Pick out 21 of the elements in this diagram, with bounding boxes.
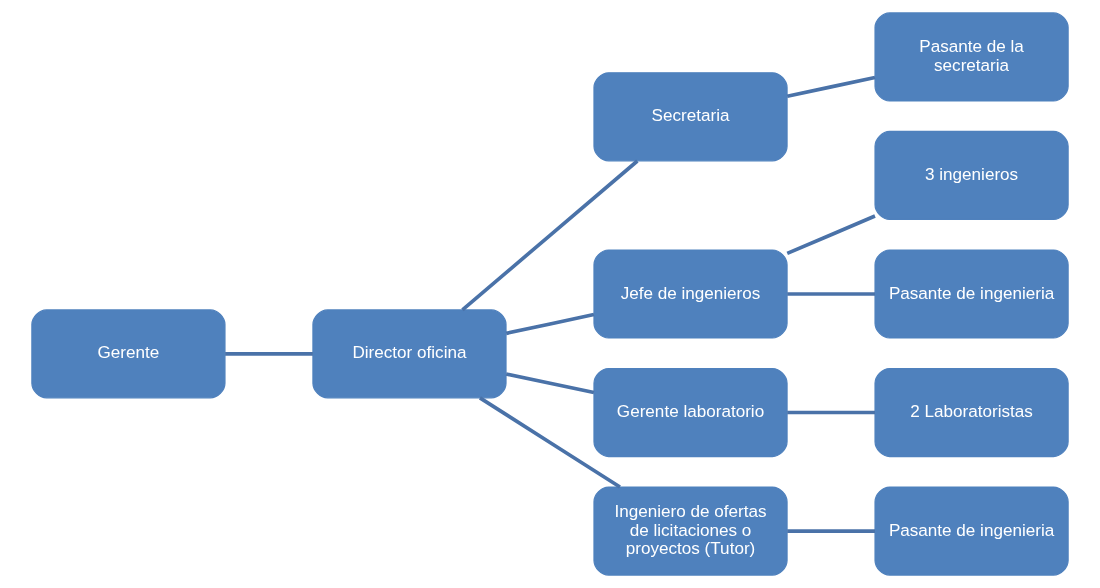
connector (786, 75, 876, 99)
connector (225, 352, 313, 356)
connector (787, 292, 875, 296)
node-box: Ingeniero de ofertas de licitaciones o proyectos (Tutor) (593, 486, 788, 576)
connector (786, 214, 876, 256)
node-box: Pasante de ingenieria (874, 486, 1069, 576)
connector (505, 372, 595, 395)
connector (787, 529, 875, 533)
node-box: Pasante de ingenieria (874, 249, 1069, 339)
node-box: Secretaria (593, 72, 788, 162)
node-box: Pasante de la secretaria (874, 12, 1069, 102)
node-box: Jefe de ingenieros (593, 249, 788, 339)
connector (505, 312, 595, 336)
connector (787, 410, 875, 415)
connector (461, 159, 639, 312)
node-box: 3 ingenieros (874, 130, 1069, 221)
node-box: Gerente (31, 309, 226, 399)
connector (478, 396, 621, 489)
node-box: Director oficina (312, 309, 507, 399)
node-box: 2 Laboratoristas (874, 367, 1069, 458)
node-box: Gerente laboratorio (593, 367, 788, 458)
